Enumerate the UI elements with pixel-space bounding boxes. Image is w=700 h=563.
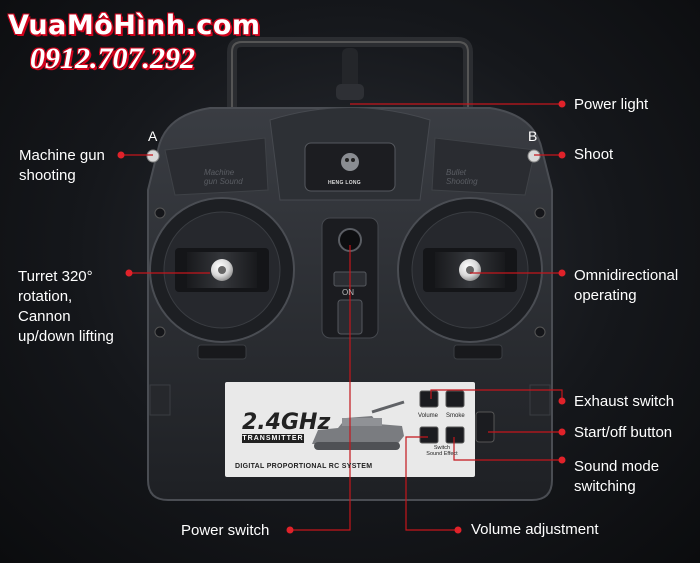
rc-system-label: DIGITAL PROPORTIONAL RC SYSTEM bbox=[235, 463, 373, 470]
left-grip-fin bbox=[149, 384, 171, 416]
callout-leaders bbox=[121, 103, 563, 531]
callout-power-light: Power light bbox=[574, 96, 649, 113]
tank-graphic bbox=[312, 400, 405, 450]
left-trim-slider[interactable] bbox=[197, 344, 247, 360]
heng-long-logo bbox=[304, 142, 396, 192]
callout-volume-adjustment: Volume adjustment bbox=[471, 521, 599, 538]
volume-button[interactable] bbox=[419, 426, 439, 444]
on-label: ON bbox=[342, 288, 354, 297]
callout-exhaust: Exhaust switch bbox=[574, 393, 675, 410]
frequency-label: 2.4GHz bbox=[242, 410, 331, 435]
left-shoulder-button[interactable] bbox=[146, 149, 160, 163]
sound-switch-button[interactable] bbox=[445, 426, 465, 444]
marker-b: B bbox=[528, 128, 538, 144]
callout-dots bbox=[117, 100, 566, 534]
marker-a: A bbox=[148, 128, 158, 144]
transmitter-label: TRANSMITTER bbox=[242, 434, 304, 443]
callout-power-switch: Power switch bbox=[181, 522, 270, 539]
right-trim-slider[interactable] bbox=[453, 344, 503, 360]
left-stick-knob[interactable] bbox=[211, 259, 233, 281]
antenna bbox=[336, 48, 364, 100]
start-off-button[interactable] bbox=[475, 411, 495, 443]
volume-button-top[interactable] bbox=[419, 390, 439, 408]
callout-start-off: Start/off button bbox=[574, 424, 673, 441]
callout-shoot: Shoot bbox=[574, 146, 614, 163]
volume-button-label: Volume bbox=[418, 413, 439, 419]
smoke-button-label: Smoke bbox=[446, 413, 465, 419]
watermark-brand: VuaMôHình.com bbox=[8, 10, 261, 41]
right-stick-knob[interactable] bbox=[459, 259, 481, 281]
right-grip-fin bbox=[529, 384, 551, 416]
carry-handle bbox=[227, 37, 473, 118]
watermark-phone: 0912.707.292 bbox=[30, 42, 195, 75]
right-shoulder-button[interactable] bbox=[527, 149, 541, 163]
brand-label: HENG LONG bbox=[328, 180, 361, 186]
smoke-button[interactable] bbox=[445, 390, 465, 408]
